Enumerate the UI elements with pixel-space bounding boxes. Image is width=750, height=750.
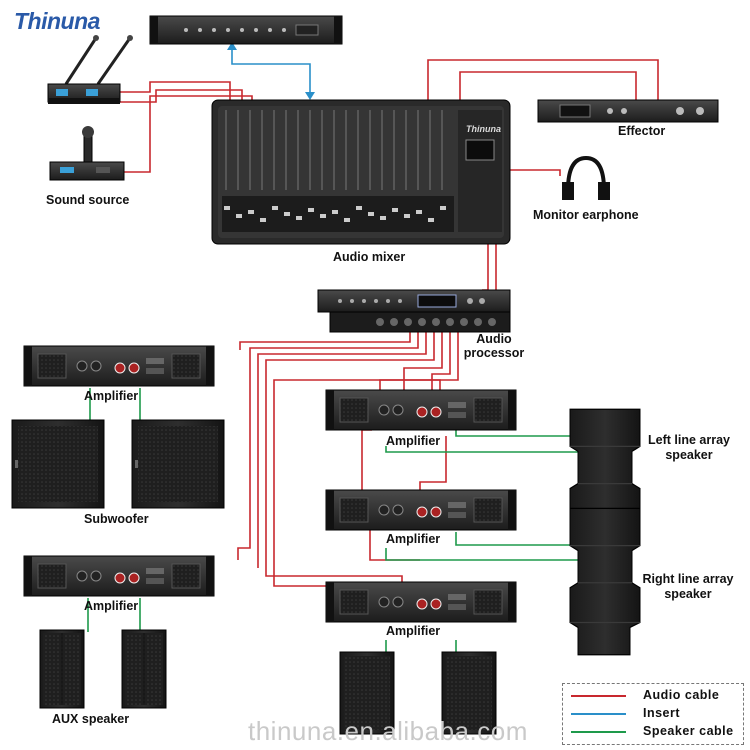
legend-label-insert: Insert: [643, 706, 681, 720]
audio-mixer-label: Audio mixer: [333, 250, 406, 264]
right-line-array-label-line1: Right line array: [642, 572, 734, 586]
amplifier-subwoofer: [23, 345, 215, 387]
left-line-array-label-line1: Left line array: [648, 433, 730, 447]
subwoofer-left: [11, 419, 105, 509]
legend-label-audio-cable: Audio cable: [643, 688, 720, 702]
right-line-array-label-line2: speaker: [664, 587, 712, 601]
effector-label: Effector: [618, 124, 666, 138]
audio-processor-label-line2: processor: [463, 346, 525, 360]
legend-item-speaker-cable: Speaker cable: [571, 724, 741, 740]
insert-cables: [231, 40, 311, 98]
audio-processor-label-line1: Audio: [476, 332, 512, 346]
insert-arrow-down: [305, 92, 315, 100]
headphone-icon: [562, 155, 610, 200]
sound-source-label: Sound source: [46, 193, 130, 207]
brand-logo: Thinuna: [14, 8, 100, 34]
subwoofer-label: Subwoofer: [84, 512, 149, 526]
audio-processor-device: [317, 289, 511, 333]
amplifier-floor-speakers: [325, 581, 517, 623]
amplifier-aux: [23, 555, 215, 597]
amplifier-right-line-array: [325, 489, 517, 531]
legend-item-insert: Insert: [571, 706, 741, 722]
amplifier-label-right: Amplifier: [386, 532, 441, 546]
aux-speaker-left: [39, 629, 85, 709]
legend-label-speaker-cable: Speaker cable: [643, 724, 734, 738]
legend-item-audio-cable: Audio cable: [571, 688, 741, 704]
watermark-text: thinuna.en.alibaba.com: [248, 716, 528, 746]
legend: Audio cable Insert Speaker cable: [562, 683, 744, 745]
legend-swatch-insert: [571, 713, 626, 715]
left-line-array-label-line2: speaker: [665, 448, 713, 462]
amplifier-label-floor: Amplifier: [386, 624, 441, 638]
amplifier-label-left: Amplifier: [386, 434, 441, 448]
sound-source-device: [49, 126, 125, 181]
legend-swatch-speaker-cable: [571, 731, 626, 733]
amplifier-label-subwoofer: Amplifier: [84, 389, 139, 403]
svg-text:Thinuna: Thinuna: [466, 124, 501, 134]
aux-speaker-right: [121, 629, 167, 709]
aux-speaker-label: AUX speaker: [52, 712, 130, 726]
amplifier-label-aux: Amplifier: [84, 599, 139, 613]
amplifier-left-line-array: [325, 389, 517, 431]
right-line-array-speaker: [569, 507, 641, 656]
insert-rack-unit: [149, 15, 343, 45]
legend-swatch-audio-cable: [571, 695, 626, 697]
audio-mixer-device: Thinuna: [211, 99, 511, 245]
subwoofer-right: [131, 419, 225, 509]
monitor-earphone-label: Monitor earphone: [533, 208, 639, 222]
effector-device: [537, 99, 719, 123]
insert-arrow-up: [227, 42, 237, 50]
wireless-mic-receiver: [47, 35, 133, 104]
